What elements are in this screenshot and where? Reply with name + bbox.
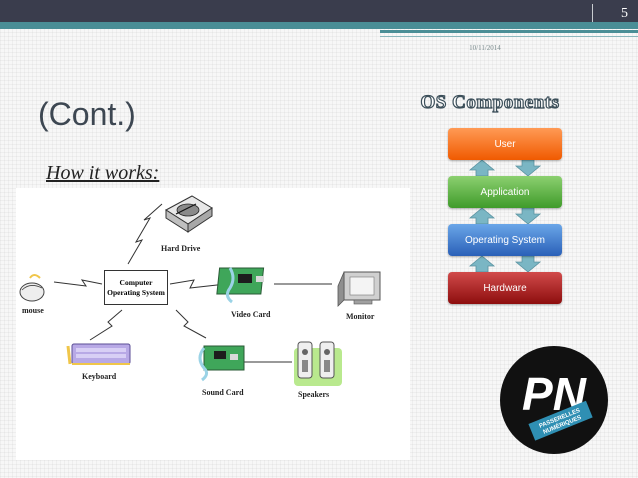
slide-subtitle: How it works: — [46, 162, 160, 184]
monitor-icon — [337, 271, 381, 307]
keyboard-label: Keyboard — [82, 372, 117, 381]
pn-logo: PN PASSERELLES NUMÉRIQUES — [500, 346, 608, 454]
hard-drive-icon — [165, 195, 213, 233]
os-layer-hardware: Hardware — [448, 272, 562, 304]
arrow-up-hw-os — [468, 255, 496, 273]
speakers-label: Speakers — [298, 390, 330, 399]
video-card-label: Video Card — [231, 310, 271, 319]
arrow-down-app-os — [514, 207, 542, 225]
connector-video-card — [169, 279, 227, 289]
top-bar — [0, 0, 638, 22]
slide-title: (Cont.) — [38, 96, 136, 132]
arrow-up-app-user — [468, 159, 496, 177]
computer-diagram: Computer Operating System Hard Drive mou… — [16, 188, 410, 460]
connector-sound-card — [175, 309, 207, 339]
hard-drive-label: Hard Drive — [161, 244, 201, 253]
os-layer-user: User — [448, 128, 562, 160]
accent-bar — [0, 22, 638, 29]
sound-card-label: Sound Card — [202, 388, 244, 397]
accent-line — [380, 30, 638, 33]
accent-line-thin — [380, 36, 638, 37]
os-layer-operating-system: Operating System — [448, 224, 562, 256]
diagram-graphics — [19, 195, 381, 386]
mouse-icon — [19, 274, 45, 302]
slide-date: 10/11/2014 — [469, 44, 501, 52]
arrow-down-os-hw — [514, 255, 542, 273]
os-layer-application: Application — [448, 176, 562, 208]
arrow-up-os-app — [468, 207, 496, 225]
speakers-icon — [294, 341, 342, 386]
slide-number: 5 — [621, 6, 628, 21]
mouse-label: mouse — [22, 306, 44, 315]
connector-mouse — [53, 279, 103, 287]
connector-keyboard — [89, 309, 123, 341]
arrow-down-user-app — [514, 159, 542, 177]
monitor-label: Monitor — [346, 312, 375, 321]
cpu-label-line1: Computer — [119, 277, 153, 287]
cpu-label-line2: Operating System — [107, 287, 165, 297]
keyboard-icon — [66, 343, 131, 365]
computer-os-box: Computer Operating System — [104, 270, 168, 305]
sound-card-icon — [198, 345, 245, 382]
os-components-title: OS Components — [420, 91, 560, 113]
slide-number-divider — [592, 4, 593, 22]
connector-hard-drive — [127, 203, 163, 265]
os-layer-arrows — [468, 159, 542, 273]
pn-logo-graphic: PN PASSERELLES NUMÉRIQUES — [522, 368, 593, 441]
video-card-icon — [216, 267, 265, 304]
